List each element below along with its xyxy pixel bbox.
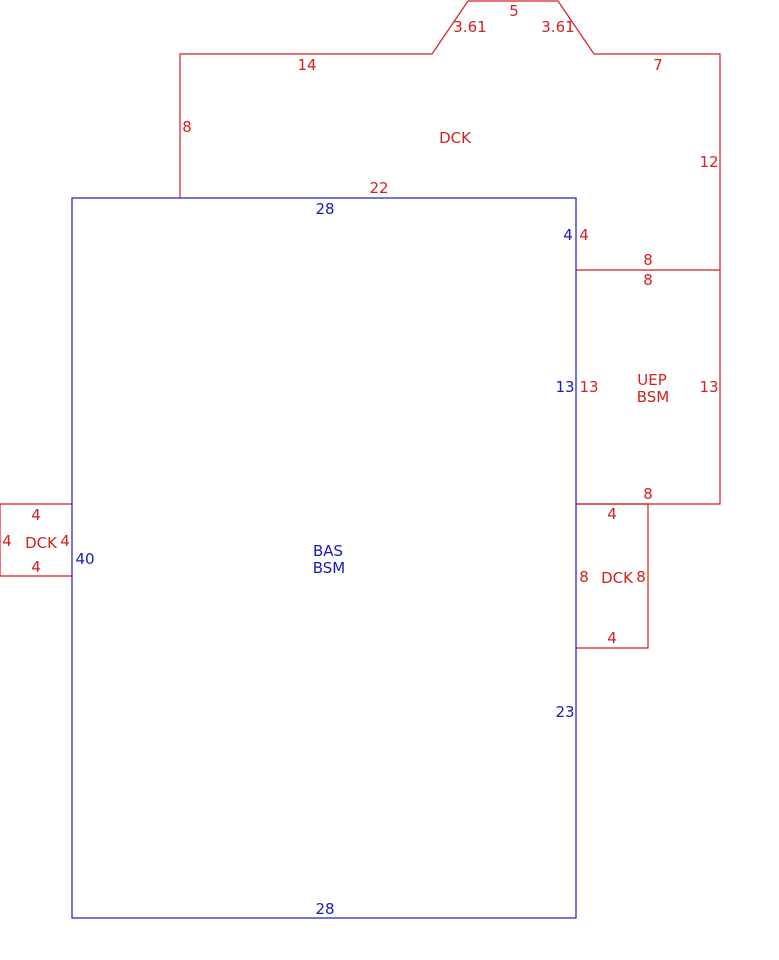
- porch-right-dim: 13: [699, 378, 718, 396]
- porch-label-line1: UEP: [637, 371, 667, 389]
- main-right-lower-dim: 23: [555, 703, 574, 721]
- main-top-dim: 28: [315, 200, 334, 218]
- top-deck-inner-right-dim: 4: [579, 226, 589, 244]
- left-deck-right-dim: 4: [60, 532, 70, 550]
- right-deck-top-dim: 4: [607, 505, 617, 523]
- top-deck-label: DCK: [439, 129, 472, 147]
- left-deck-bottom-dim: 4: [31, 558, 41, 576]
- top-deck-outline: [179, 0, 721, 271]
- top-deck-left-dim: 8: [182, 118, 192, 136]
- main-right-middle-dim: 13: [555, 378, 574, 396]
- right-deck-right-dim: 8: [636, 568, 646, 586]
- main-left-dim: 40: [75, 550, 94, 568]
- main-right-upper-dim: 4: [563, 226, 573, 244]
- left-deck-top-dim: 4: [31, 506, 41, 524]
- porch-bottom-dim: 8: [643, 485, 653, 503]
- right-deck-label: DCK: [601, 569, 634, 587]
- main-structure-outline: [71, 197, 577, 919]
- left-deck-outline: [0, 503, 72, 577]
- right-deck-left-dim: 8: [579, 568, 589, 586]
- porch-left-dim: 13: [579, 378, 598, 396]
- porch-label-line2: BSM: [637, 388, 670, 406]
- porch-top-outer-dim: 8: [643, 251, 653, 269]
- main-label-line2: BSM: [313, 559, 346, 577]
- main-label-line1: BAS: [313, 542, 343, 560]
- top-deck-peak-dim: 5: [509, 2, 519, 20]
- main-bottom-dim: 28: [315, 900, 334, 918]
- top-deck-top-left-dim: 14: [297, 56, 316, 74]
- right-deck-bottom-dim: 4: [607, 629, 617, 647]
- left-deck-left-dim: 4: [2, 532, 12, 550]
- porch-top-inner-dim: 8: [643, 271, 653, 289]
- top-deck-slant-left-dim: 3.61: [453, 18, 486, 36]
- top-deck-right-dim: 12: [699, 153, 718, 171]
- top-deck-bottom-dim: 22: [369, 179, 388, 197]
- top-deck-top-right-dim: 7: [653, 56, 663, 74]
- left-deck-label: DCK: [25, 534, 58, 552]
- right-deck-outline: [576, 503, 649, 649]
- top-deck-slant-right-dim: 3.61: [541, 18, 574, 36]
